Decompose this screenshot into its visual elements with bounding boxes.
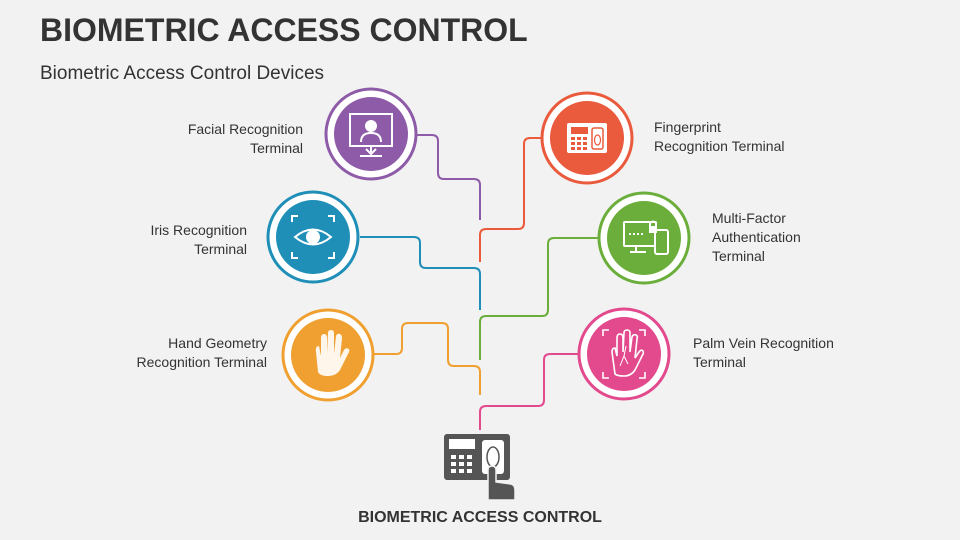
multifactor-label: Multi-Factor Authentication Terminal — [712, 210, 801, 264]
fingerprint-label: Fingerprint Recognition Terminal — [654, 119, 785, 154]
hand-geometry-node — [281, 308, 375, 402]
connectors — [360, 134, 598, 430]
connector-multifactor — [479, 237, 598, 360]
palm-vein-icon — [602, 329, 646, 379]
fingerprint-terminal-icon — [567, 123, 607, 153]
facial-recognition-label: Facial Recognition Terminal — [187, 121, 303, 156]
multifactor-node — [597, 191, 691, 285]
face-scan-icon — [349, 113, 393, 157]
center-label: BIOMETRIC ACCESS CONTROL — [358, 509, 602, 526]
connector-palm — [479, 353, 580, 430]
iris-recognition-label: Iris Recognition Terminal — [150, 222, 248, 257]
palm-vein-label: Palm Vein Recognition Terminal — [693, 335, 834, 370]
iris-icon — [291, 215, 335, 259]
biometric-terminal-icon — [444, 434, 516, 501]
page-title: BIOMETRIC ACCESS CONTROL — [40, 12, 528, 48]
iris-recognition-node — [266, 190, 360, 284]
connector-hand — [373, 322, 481, 395]
page-subtitle: Biometric Access Control Devices — [40, 63, 325, 84]
hand-geometry-label: Hand Geometry Recognition Terminal — [136, 335, 267, 370]
multifactor-icon — [623, 220, 669, 255]
connector-fingerprint — [479, 137, 542, 262]
connector-facial — [416, 134, 481, 220]
palm-vein-node — [577, 307, 671, 401]
facial-recognition-node — [324, 87, 418, 181]
connector-iris — [360, 236, 481, 310]
fingerprint-node — [540, 91, 634, 185]
hand-icon — [315, 330, 350, 376]
